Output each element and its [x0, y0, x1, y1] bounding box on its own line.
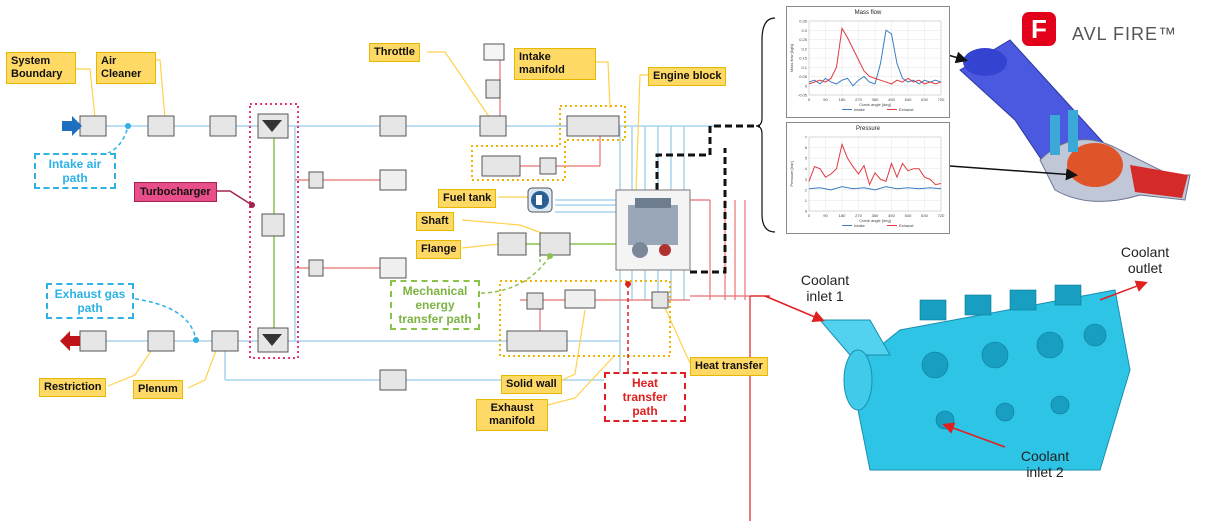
y-axis-label: Pressure [bar] — [789, 161, 794, 186]
x-tick-label: 360 — [872, 213, 879, 218]
mechanical-energy-path-label: Mechanical energy transfer path — [390, 280, 480, 330]
y-tick-label: 0.15 — [799, 56, 808, 61]
intake-manifold-box — [471, 105, 626, 181]
x-tick-label: 540 — [905, 213, 912, 218]
x-tick-label: 720 — [938, 97, 945, 102]
label-leaders — [74, 51, 691, 408]
solid-wall-label: Solid wall — [501, 375, 562, 394]
engine-block-icon — [628, 198, 678, 258]
x-tick-label: 450 — [888, 97, 895, 102]
fuel-pump-icon — [531, 191, 549, 209]
x-tick-label: 90 — [823, 213, 828, 218]
x-tick-label: 0 — [808, 213, 811, 218]
engine-block-label: Engine block — [648, 67, 727, 86]
exhaust-manifold-label: Exhaust manifold — [476, 399, 548, 431]
mass-flow-chart-title: Mass flow — [854, 10, 882, 16]
restriction-label: Restriction — [39, 378, 107, 397]
y-tick-label: 1 — [805, 198, 808, 203]
y-tick-label: 0.25 — [799, 37, 808, 42]
fuel-tank-label: Fuel tank — [438, 189, 497, 208]
engine-link-lower — [690, 148, 727, 274]
legend-entry: Exhaust — [899, 223, 914, 228]
heat-transfer-path-label: Heat transfer path — [604, 372, 686, 422]
air-cleaner-label: Air Cleaner — [96, 52, 156, 84]
y-tick-label: -0.05 — [798, 93, 808, 98]
y-axis-label: Mass flow [kg/s] — [789, 44, 794, 72]
x-tick-label: 0 — [808, 97, 811, 102]
pressure-chart: Pressure 0 1 2 3 4 5 6 7 0 90 180 270 360 450 540 630 72… — [786, 122, 950, 234]
flange-label: Flange — [416, 240, 462, 259]
x-tick-label: 450 — [888, 213, 895, 218]
x-tick-label: 540 — [905, 97, 912, 102]
y-tick-label: 0.35 — [799, 19, 808, 24]
y-tick-label: 0 — [805, 83, 808, 88]
turbocharger-label: Turbocharger — [134, 182, 217, 202]
path-connectors — [79, 125, 629, 372]
legend-entry: Intake — [854, 107, 866, 112]
y-tick-label: 0.05 — [799, 74, 808, 79]
intake-manifold-label: Intake manifold — [514, 48, 596, 80]
y-tick-label: 3 — [805, 177, 808, 182]
manifold-render — [959, 39, 1191, 202]
coolant-inlet-1-label: Coolant inlet 1 — [800, 272, 850, 304]
y-tick-label: 0.2 — [801, 46, 807, 51]
components — [79, 43, 691, 391]
avl-fire-brand: AVL FIRE™ — [1072, 24, 1178, 44]
y-tick-label: 7 — [805, 135, 808, 140]
exhaust-gas-path-label: Exhaust gas path — [46, 283, 134, 319]
x-tick-label: 180 — [839, 213, 846, 218]
x-tick-label: 270 — [855, 213, 862, 218]
x-tick-label: 270 — [855, 97, 862, 102]
series-line-exhaust — [808, 142, 942, 186]
x-tick-label: 720 — [938, 213, 945, 218]
x-axis-label: Crank angle [deg] — [859, 102, 891, 107]
charts-brace — [755, 17, 776, 233]
y-tick-label: 2 — [805, 187, 808, 192]
series-line-intake — [808, 29, 942, 87]
heat-transfer-label: Heat transfer — [690, 357, 768, 376]
charts-link — [655, 124, 760, 190]
pressure-chart-title: Pressure — [855, 126, 880, 132]
y-tick-label: 0 — [805, 209, 808, 214]
x-axis-label: Crank angle [deg] — [859, 218, 891, 223]
series-line-intake — [808, 186, 942, 191]
x-tick-label: 90 — [823, 97, 828, 102]
system-boundary-label: System Boundary — [6, 52, 76, 84]
throttle-label: Throttle — [369, 43, 420, 62]
plenum-label: Plenum — [133, 380, 183, 399]
y-tick-label: 6 — [805, 145, 808, 150]
intake-air-path-label: Intake air path — [34, 153, 116, 189]
shaft-label: Shaft — [416, 212, 454, 231]
y-tick-label: 0.3 — [801, 28, 807, 33]
coolant-mesh — [818, 284, 1131, 471]
series-line-exhaust — [808, 26, 942, 85]
x-tick-label: 360 — [872, 97, 879, 102]
x-tick-label: 630 — [921, 213, 928, 218]
y-tick-label: 4 — [805, 166, 808, 171]
exhaust-outlet-arrow — [60, 331, 80, 351]
turbo-box — [249, 103, 299, 359]
coolant-inlet-2-label: Coolant inlet 2 — [1020, 448, 1070, 480]
avl-fire-logo: F — [1022, 12, 1056, 46]
turbo-compressor-icon — [262, 120, 282, 346]
legend-entry: Exhaust — [899, 107, 914, 112]
exhaust-manifold-box — [499, 280, 671, 357]
y-tick-label: 0.1 — [801, 65, 807, 70]
x-tick-label: 180 — [839, 97, 846, 102]
coolant-outlet-label: Coolant outlet — [1120, 244, 1170, 276]
intake-inlet-arrow — [62, 116, 82, 136]
y-tick-label: 5 — [805, 156, 808, 161]
x-tick-label: 630 — [921, 97, 928, 102]
legend-entry: Intake — [854, 223, 866, 228]
